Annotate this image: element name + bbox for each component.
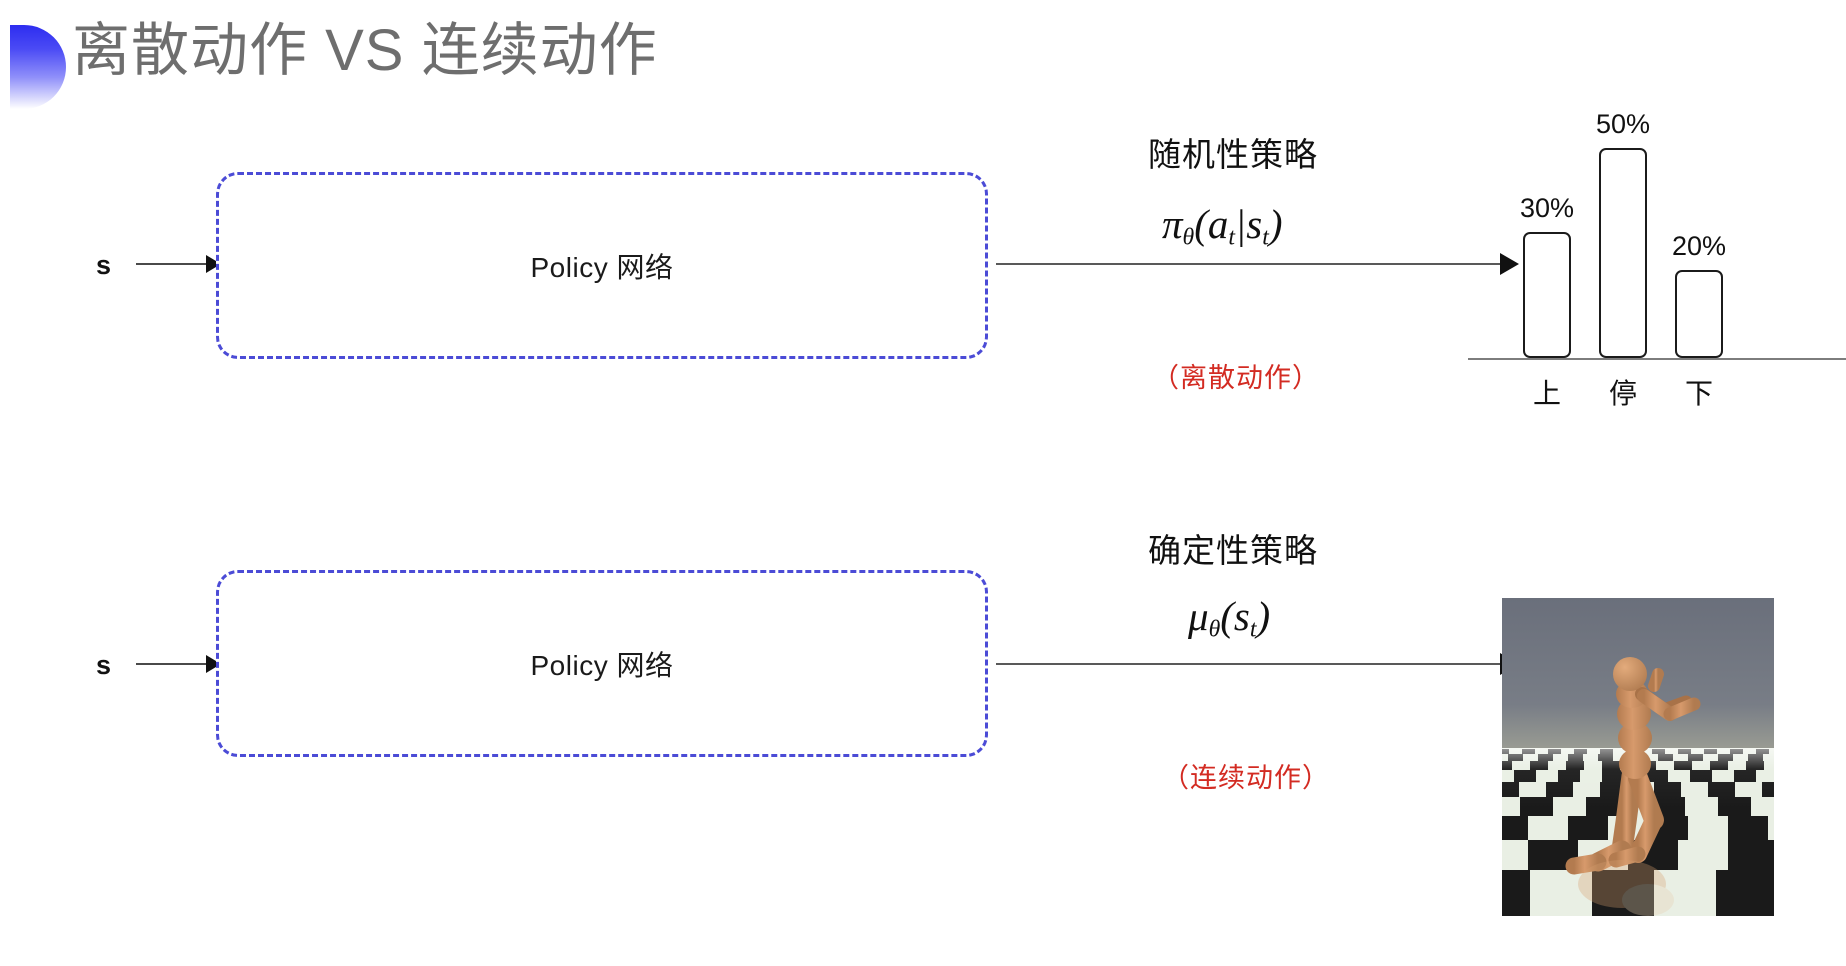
- formula-t-sub-2: t: [1262, 224, 1269, 251]
- row-discrete-action: s Policy 网络 随机性策略 πθ(at|st) （离散动作）: [0, 136, 1846, 490]
- bar-category-0: 上: [1532, 378, 1561, 409]
- formula-pi: π: [1162, 201, 1183, 247]
- policy-network-label-continuous: Policy 网络: [530, 649, 674, 681]
- formula-close-2: ): [1256, 593, 1271, 639]
- deterministic-policy-formula: μθ(st): [1188, 592, 1270, 644]
- formula-open-s: (s: [1220, 593, 1250, 639]
- policy-network-box-continuous[interactable]: Policy 网络: [216, 570, 988, 757]
- bar-value-1: 50%: [1595, 109, 1651, 139]
- output-arrow-line-continuous: [996, 663, 1508, 665]
- formula-t-sub-1: t: [1228, 224, 1235, 251]
- output-arrow-head-discrete: [1500, 253, 1519, 275]
- bar-rect-2: [1675, 270, 1723, 358]
- formula-open-a: (a: [1194, 201, 1229, 247]
- bar-value-0: 30%: [1519, 193, 1575, 223]
- bar-category-1: 停: [1608, 378, 1637, 409]
- stochastic-policy-title: 随机性策略: [1148, 136, 1318, 173]
- output-arrow-line-discrete: [996, 263, 1508, 265]
- formula-theta-sub-2: θ: [1208, 616, 1221, 643]
- state-input-arrow-line-discrete: [136, 263, 210, 265]
- bar-rect-0: [1523, 232, 1571, 358]
- formula-t-sub-3: t: [1249, 616, 1257, 643]
- chart-baseline-axis: [1468, 358, 1846, 360]
- title-bullet-icon: [10, 25, 66, 109]
- floor-reflection: [1578, 860, 1674, 916]
- humanoid-simulation-image: [1502, 598, 1774, 916]
- stochastic-policy-formula: πθ(at|st): [1162, 200, 1283, 252]
- formula-mu: μ: [1188, 593, 1209, 639]
- state-input-label-continuous: s: [96, 650, 112, 680]
- bar-rect-1: [1599, 148, 1647, 358]
- formula-theta-sub: θ: [1182, 224, 1195, 251]
- row-continuous-action: s Policy 网络 确定性策略 μθ(st) （连续动作）: [0, 532, 1846, 930]
- continuous-action-note: （连续动作）: [1162, 763, 1330, 793]
- policy-network-label-discrete: Policy 网络: [530, 251, 674, 283]
- bar-value-2: 20%: [1671, 231, 1727, 261]
- formula-bar-s: |s: [1235, 201, 1263, 247]
- action-probability-bar-chart: 30% 上 50% 停 20% 下: [1468, 108, 1846, 409]
- humanoid-scene-svg: [1502, 598, 1774, 916]
- discrete-action-note: （离散动作）: [1152, 363, 1320, 393]
- state-input-label-discrete: s: [96, 250, 112, 280]
- humanoid-body: [1565, 657, 1701, 875]
- policy-network-box-discrete[interactable]: Policy 网络: [216, 172, 988, 359]
- formula-close: ): [1268, 201, 1283, 247]
- bar-category-2: 下: [1684, 378, 1713, 409]
- deterministic-policy-title: 确定性策略: [1148, 532, 1318, 569]
- page-title: 离散动作 VS 连续动作: [72, 18, 658, 83]
- state-input-arrow-line-continuous: [136, 663, 210, 665]
